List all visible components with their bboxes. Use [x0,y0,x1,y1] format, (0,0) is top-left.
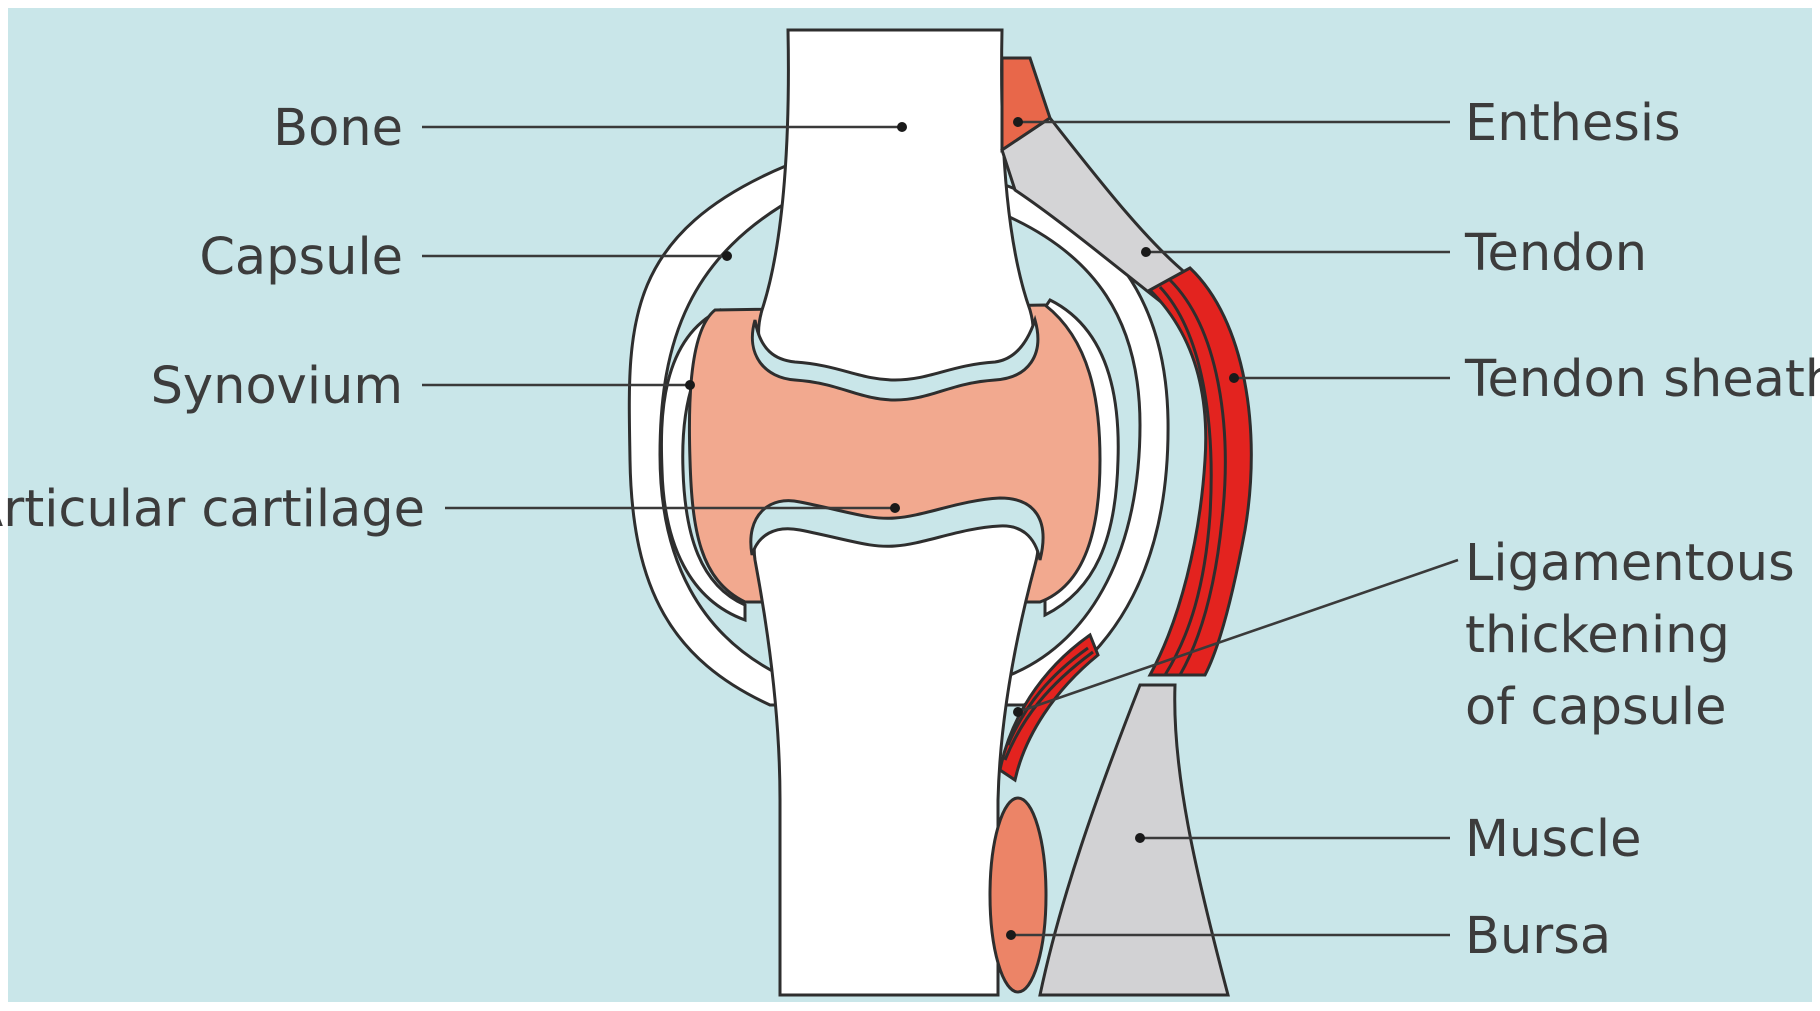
label-enthesis: Enthesis [1465,94,1681,153]
label-tendon: Tendon [1464,224,1647,283]
label-ligamentous-line-2: thickening [1465,606,1730,665]
label-ligamentous-line-3: of capsule [1465,678,1726,737]
label-bone: Bone [273,99,403,158]
ligamentous-thickening-pointer [1013,707,1023,717]
label-muscle: Muscle [1465,810,1641,869]
tendon-pointer [1141,247,1151,257]
muscle-pointer [1135,833,1145,843]
synovium-pointer [685,380,695,390]
label-articular-cartilage: Articular cartilage [0,480,425,539]
label-bursa: Bursa [1465,907,1611,966]
bone-pointer [897,122,907,132]
bursa [990,798,1046,992]
label-synovium: Synovium [151,357,403,416]
label-ligamentous-line-1: Ligamentous [1465,534,1795,593]
tendon-sheath-pointer [1229,373,1239,383]
bursa-pointer [1006,930,1016,940]
label-capsule: Capsule [199,228,403,287]
articular-cartilage-pointer [890,503,900,513]
upper-bone [759,30,1033,390]
label-tendon-sheath: Tendon sheath [1464,350,1820,409]
enthesis-pointer [1013,117,1023,127]
capsule-pointer [722,251,732,261]
